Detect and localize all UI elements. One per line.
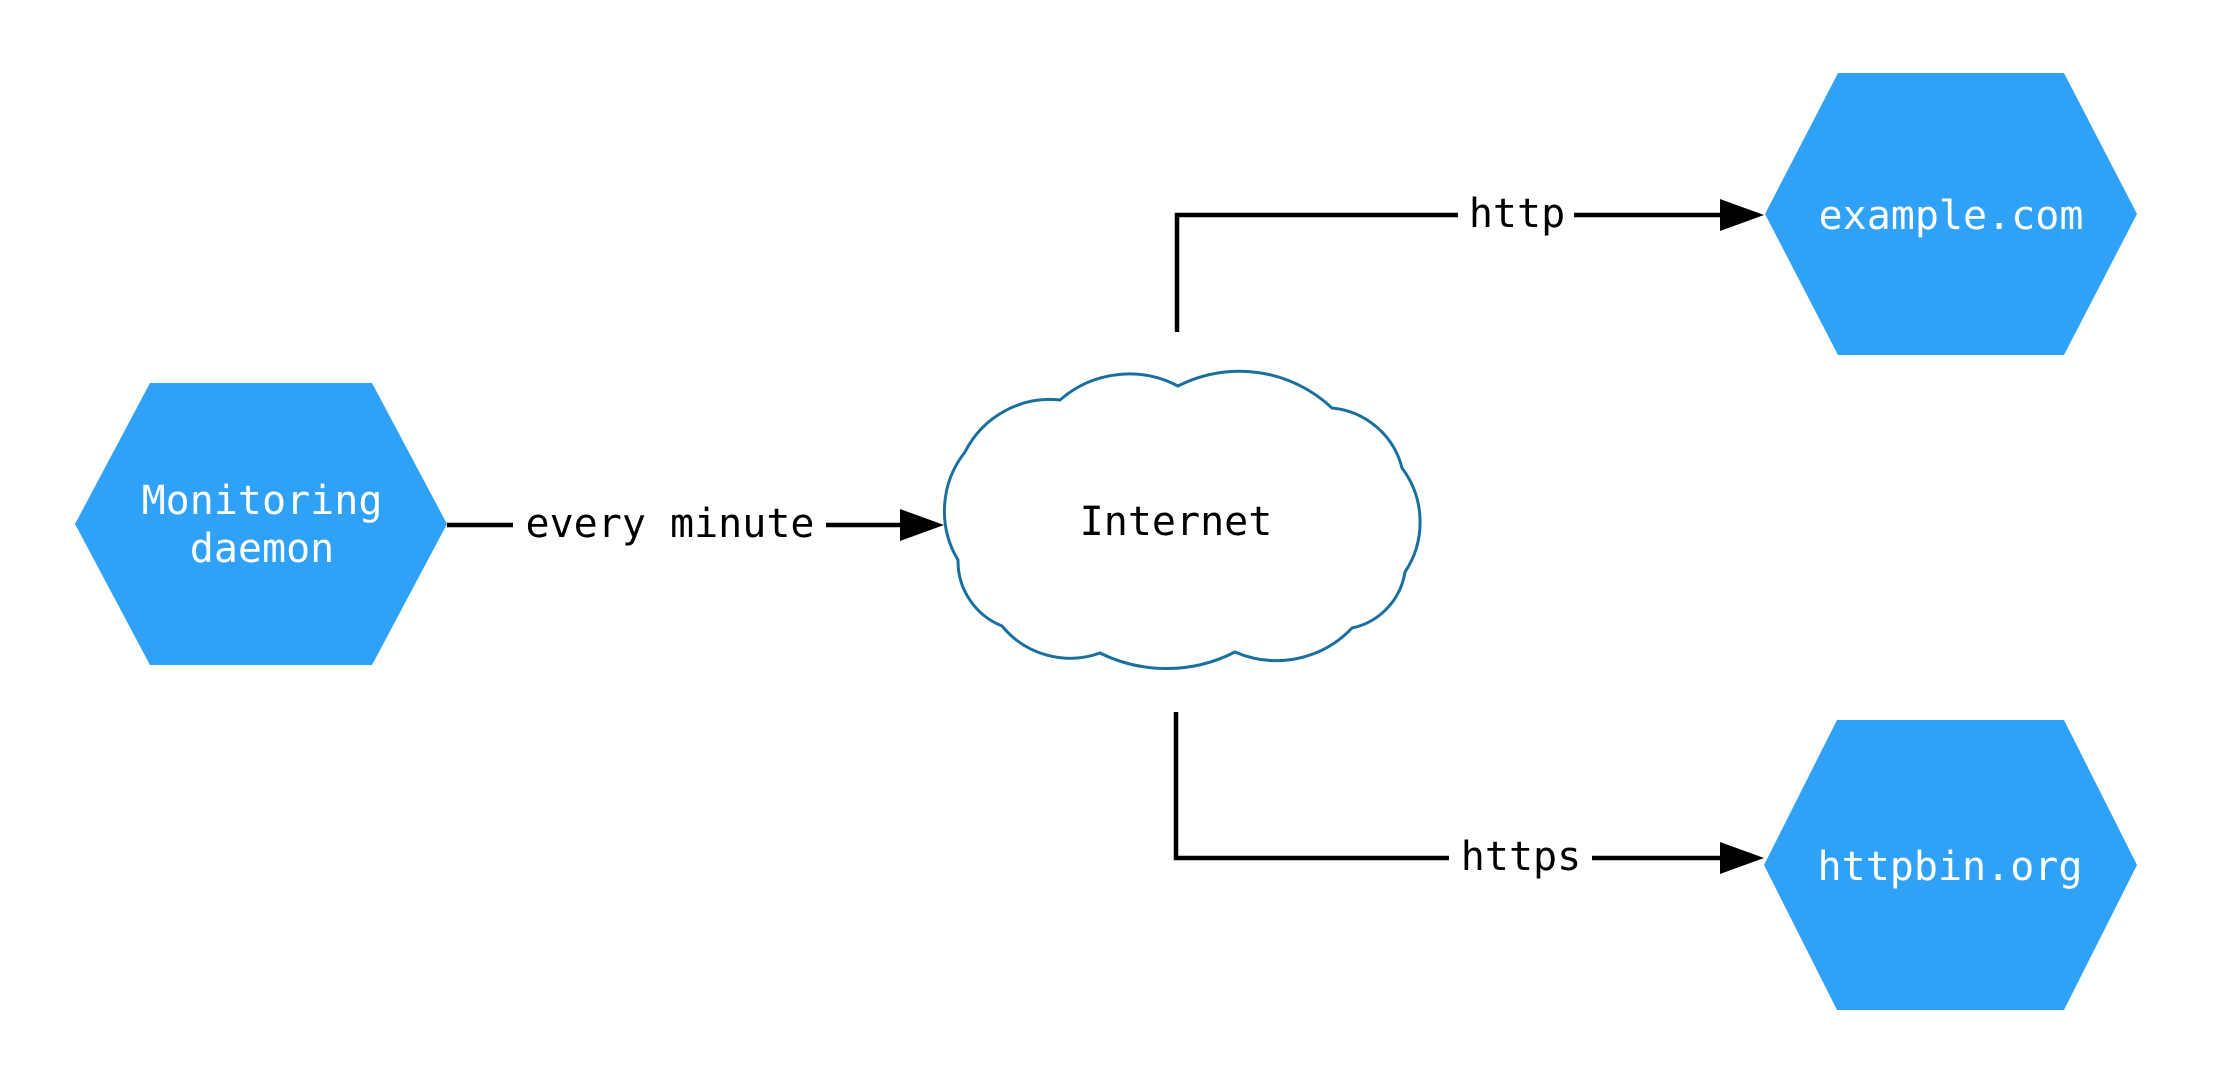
edge-http: http [1174, 191, 1764, 332]
node-example-com: example.com [1765, 73, 2137, 355]
https-arrowhead-icon [1720, 842, 1764, 874]
httpbin-org-label: httpbin.org [1818, 844, 2083, 890]
example-com-label: example.com [1819, 193, 2084, 239]
node-httpbin-org: httpbin.org [1764, 720, 2137, 1010]
edge-https: https [1173, 712, 1764, 880]
http-label: http [1469, 191, 1565, 237]
http-elbow-line [1174, 212, 1458, 332]
httpbin-org-hexagon [1764, 720, 2137, 1010]
node-monitoring-daemon: Monitoring daemon [75, 383, 447, 665]
internet-cloud-shape [942, 369, 1422, 671]
monitoring-daemon-label-line2: daemon [190, 526, 335, 572]
edge-every-minute: every minute [447, 501, 944, 547]
monitoring-daemon-label-line1: Monitoring [142, 478, 383, 524]
internet-label: Internet [1080, 499, 1273, 545]
node-internet-cloud: Internet [942, 369, 1422, 671]
every-minute-arrowhead-icon [900, 509, 944, 541]
http-arrowhead-icon [1720, 199, 1764, 231]
https-label: https [1461, 834, 1581, 880]
every-minute-label: every minute [526, 501, 815, 547]
https-elbow-line [1173, 712, 1449, 861]
monitoring-daemon-hexagon [75, 383, 447, 665]
example-com-hexagon [1765, 73, 2137, 355]
